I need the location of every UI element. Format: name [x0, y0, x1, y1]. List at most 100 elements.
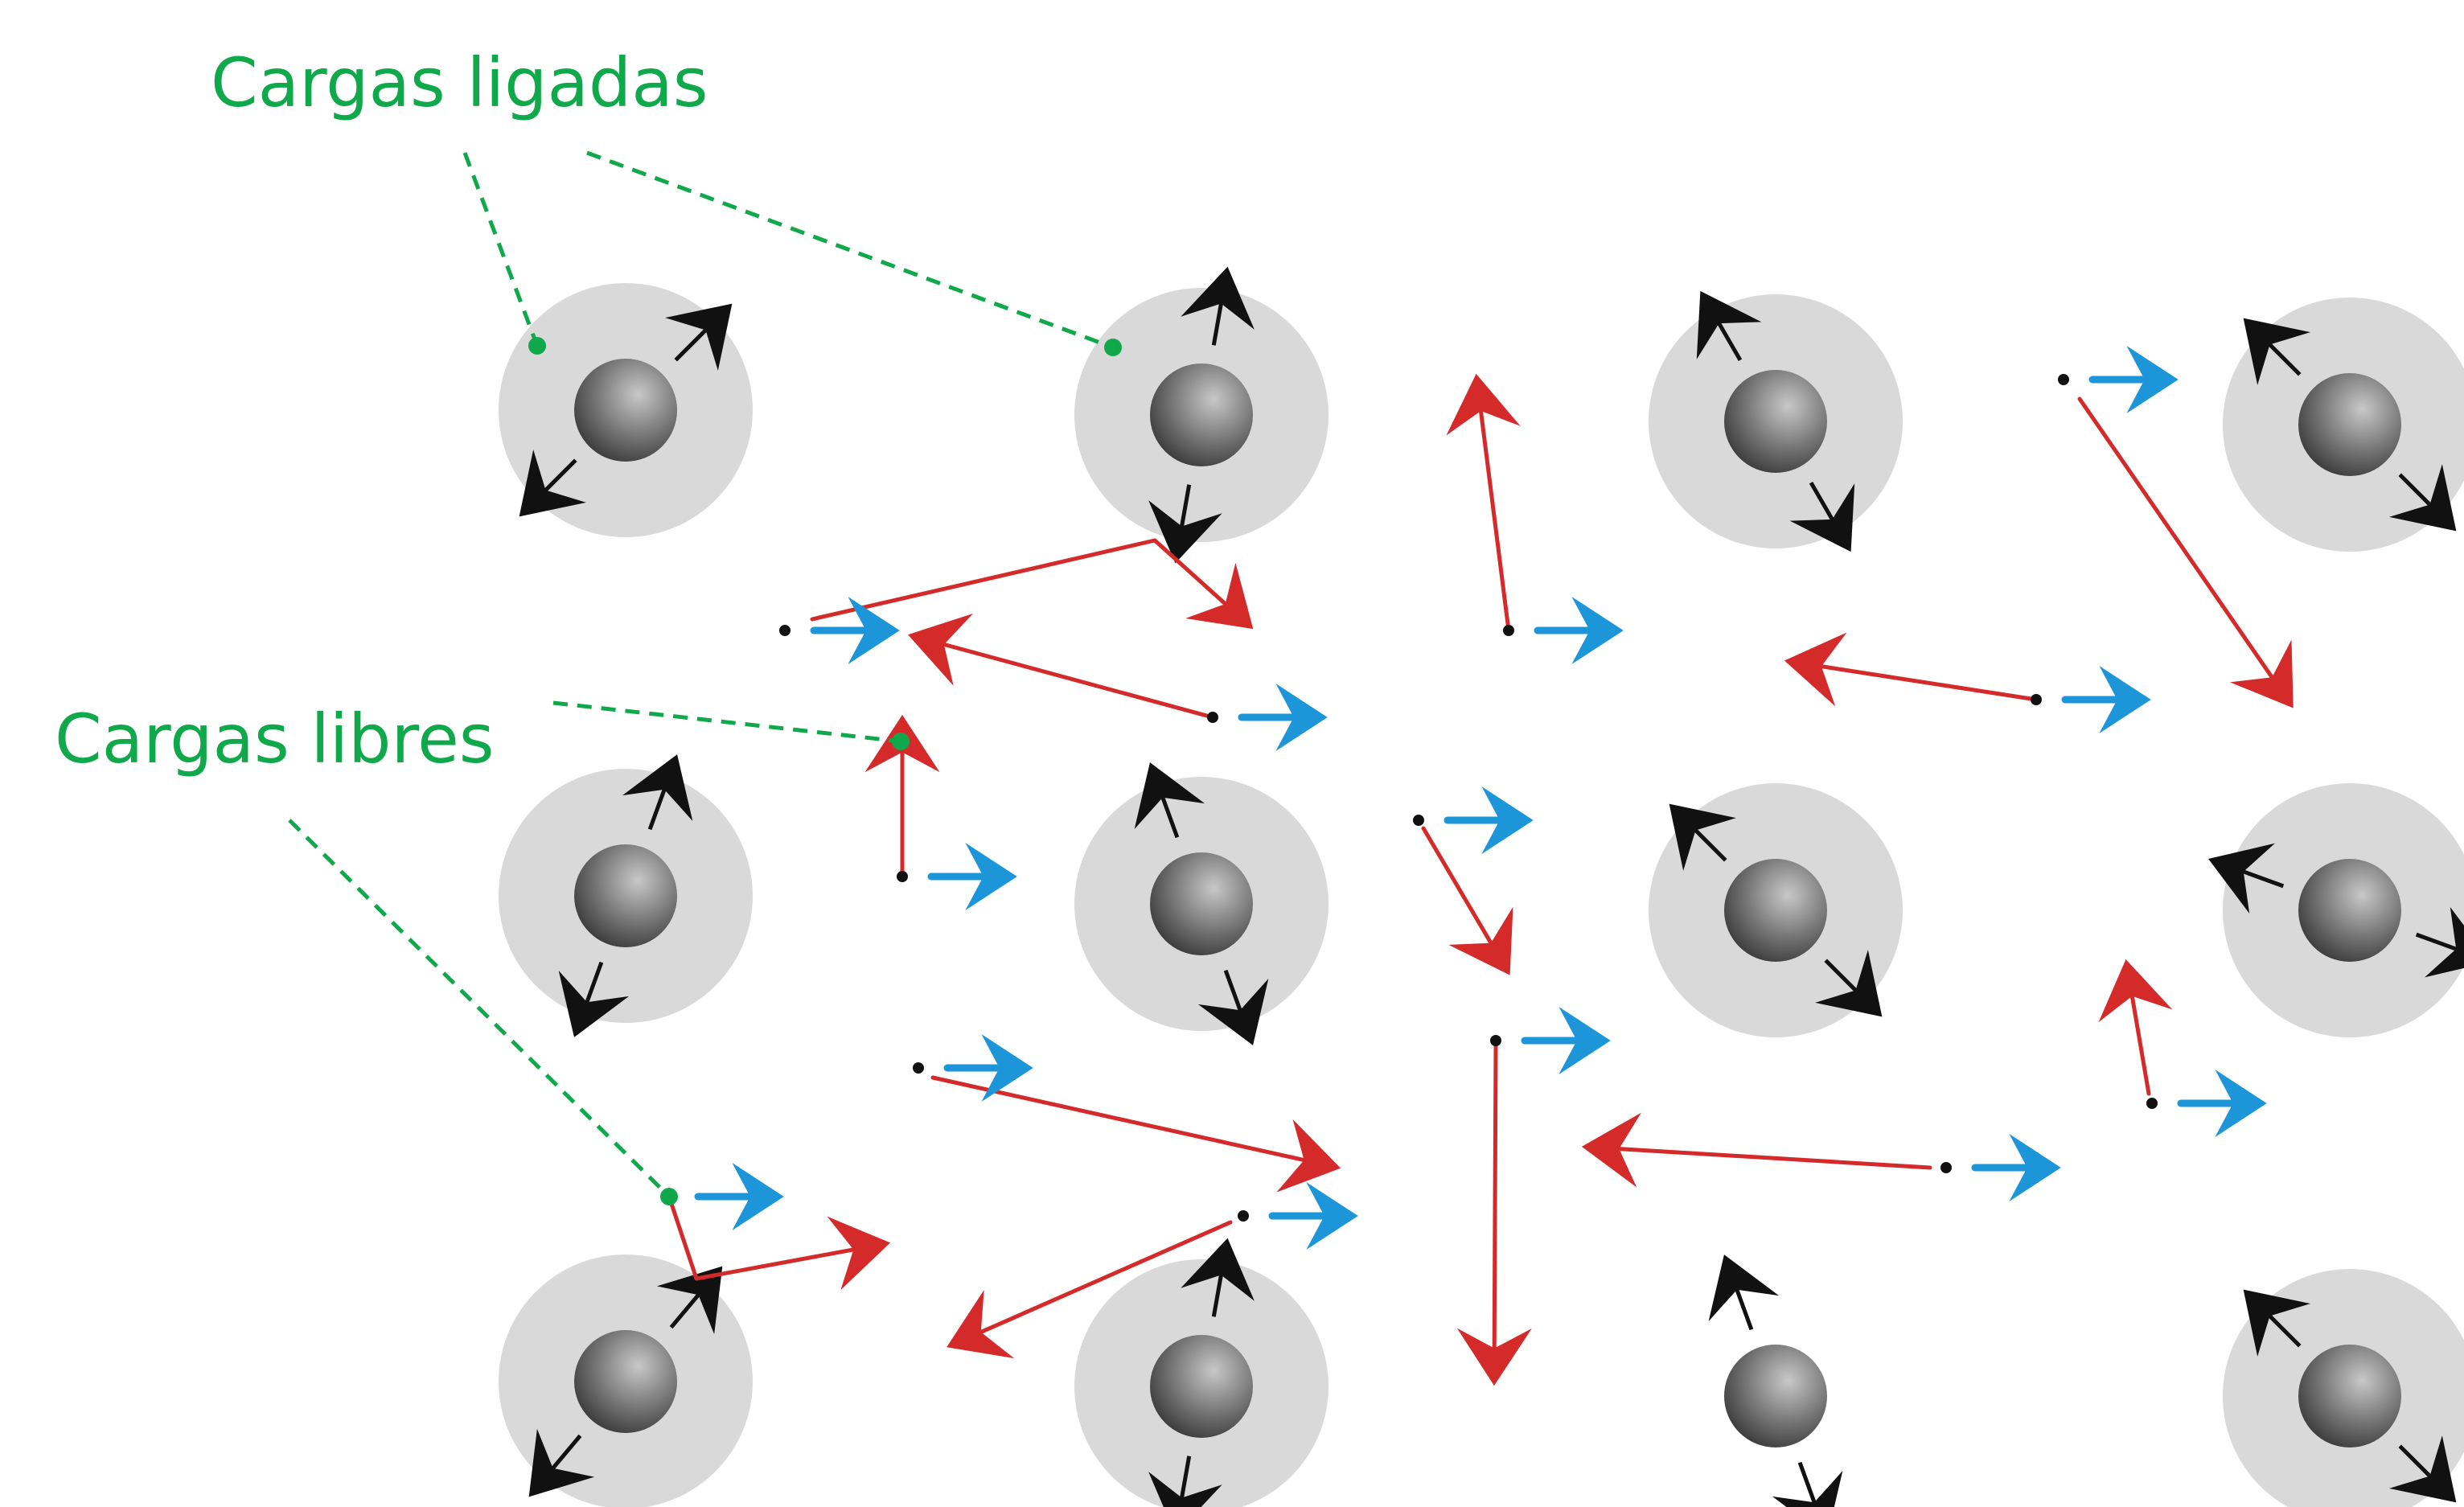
velocity-arrow-shaft: [2077, 396, 2277, 684]
ion-nucleus: [1150, 363, 1253, 466]
electron-dot: [897, 871, 908, 882]
ion-2: [1074, 266, 1329, 564]
velocity-arrow: [1784, 632, 2039, 707]
free-electron-8: [913, 1034, 1341, 1193]
bound-leader-1-dot: [528, 337, 546, 355]
free-charges-label: Cargas libres: [55, 700, 495, 778]
free-electron-4: [1784, 632, 2151, 733]
field-arrow: [2088, 346, 2179, 413]
vibration-arrow-icon: [2243, 318, 2310, 385]
vibration-arrow-icon: [1789, 483, 1855, 552]
velocity-arrow: [1456, 1043, 1532, 1386]
vibration-shaft: [2236, 867, 2285, 889]
vibration-arrow-icon: [1669, 803, 1736, 871]
vibration-shaft: [2415, 932, 2464, 954]
vibration-arrow-icon: [2389, 1435, 2457, 1503]
vibration-arrow-icon: [528, 1428, 595, 1497]
vibration-arrow-icon: [1148, 1472, 1222, 1507]
free-leader-2-dot: [660, 1188, 678, 1205]
vibration-shaft: [1178, 484, 1192, 535]
field-arrow-head: [2215, 1070, 2267, 1137]
velocity-arrow-shaft: [974, 1220, 1233, 1337]
electron-dot: [2146, 1098, 2158, 1109]
velocity-arrow: [930, 1075, 1341, 1193]
ion-nucleus: [2298, 859, 2401, 962]
ion-nucleus: [1724, 370, 1827, 473]
vibration-shaft: [2263, 338, 2302, 376]
vibration-arrow-icon: [1696, 290, 1762, 359]
field-arrow-head: [1481, 786, 1534, 854]
field-arrow: [2177, 1070, 2267, 1137]
velocity-arrow-shaft: [937, 641, 1215, 720]
free-electron-1: [779, 538, 1254, 664]
ion-nucleus: [574, 1330, 677, 1433]
free-electron-9: [947, 1182, 1358, 1359]
ion-nucleus: [1724, 859, 1827, 962]
vibration-arrow-icon: [2425, 906, 2464, 978]
vibration-shaft: [1797, 1461, 1818, 1507]
bound-leader-1: [462, 152, 540, 347]
velocity-arrow-head: [1448, 906, 1513, 975]
field-arrow-head: [965, 843, 1017, 910]
free-electron-11: [1581, 1112, 2061, 1201]
ion-nucleus: [1724, 1345, 1827, 1447]
free-leader-1: [552, 700, 901, 744]
velocity-arrow-shaft: [1478, 404, 1511, 633]
vibration-arrow-icon: [1181, 1238, 1255, 1301]
velocity-path: [810, 538, 1157, 622]
ion-4: [2223, 298, 2464, 552]
vibration-shaft: [669, 1287, 705, 1329]
electron-dot: [1940, 1162, 1952, 1173]
ion-10: [1074, 1238, 1329, 1507]
field-arrow-head: [2126, 346, 2179, 413]
velocity-path: [667, 1194, 699, 1281]
vibration-shaft: [546, 1434, 582, 1476]
electron-dot: [2031, 694, 2042, 705]
velocity-arrow: [694, 1216, 891, 1291]
ion-nucleus: [1150, 1335, 1253, 1438]
vibration-shaft: [1158, 790, 1180, 839]
field-arrow: [927, 843, 1017, 910]
field-arrow-head: [981, 1034, 1033, 1102]
free-electron-12: [2098, 959, 2267, 1137]
vibration-shaft: [539, 458, 577, 497]
ion-nucleus: [574, 844, 677, 947]
vibration-arrow-icon: [1772, 1471, 1843, 1507]
free-electron-3: [1446, 373, 1624, 664]
velocity-arrow: [1581, 1112, 1932, 1188]
velocity-arrow: [947, 1220, 1233, 1359]
field-arrow: [1534, 597, 1624, 664]
ion-3: [1649, 290, 1903, 552]
free-electron-group: [663, 346, 2294, 1386]
field-arrow-head: [2099, 666, 2151, 733]
vibration-arrow-icon: [519, 450, 586, 517]
velocity-arrow-shaft: [1152, 538, 1231, 610]
velocity-arrow-shaft: [694, 1246, 860, 1281]
vibration-shaft: [1824, 959, 1862, 997]
field-arrow-head: [848, 597, 900, 664]
velocity-arrow-head: [2098, 959, 2173, 1023]
field-arrow: [2061, 666, 2151, 733]
field-arrow: [1238, 684, 1328, 751]
field-arrow: [694, 1163, 784, 1230]
ion-nucleus: [2298, 373, 2401, 476]
free-electron-10: [1456, 1007, 1611, 1386]
vibration-shaft: [647, 782, 669, 831]
vibration-shaft: [1211, 295, 1225, 346]
vibration-shaft: [1178, 1456, 1192, 1506]
electron-dot: [779, 625, 791, 636]
free-electron-2: [908, 613, 1328, 751]
ion-6: [1074, 762, 1329, 1045]
velocity-arrow-shaft: [1492, 1043, 1498, 1356]
vibration-shaft: [1223, 969, 1245, 1018]
vibration-arrow-icon: [1815, 950, 1883, 1017]
bound-leader-2-dot: [1104, 339, 1122, 356]
field-arrow: [1521, 1007, 1611, 1074]
velocity-arrow: [1152, 538, 1254, 630]
ion-lattice: [499, 266, 2464, 1507]
field-arrow-head: [2009, 1134, 2061, 1201]
free-leader-2: [288, 819, 671, 1198]
vibration-arrow-icon: [2243, 1289, 2310, 1357]
vibration-shaft: [1713, 315, 1743, 362]
free-electron-7: [1413, 786, 1534, 975]
